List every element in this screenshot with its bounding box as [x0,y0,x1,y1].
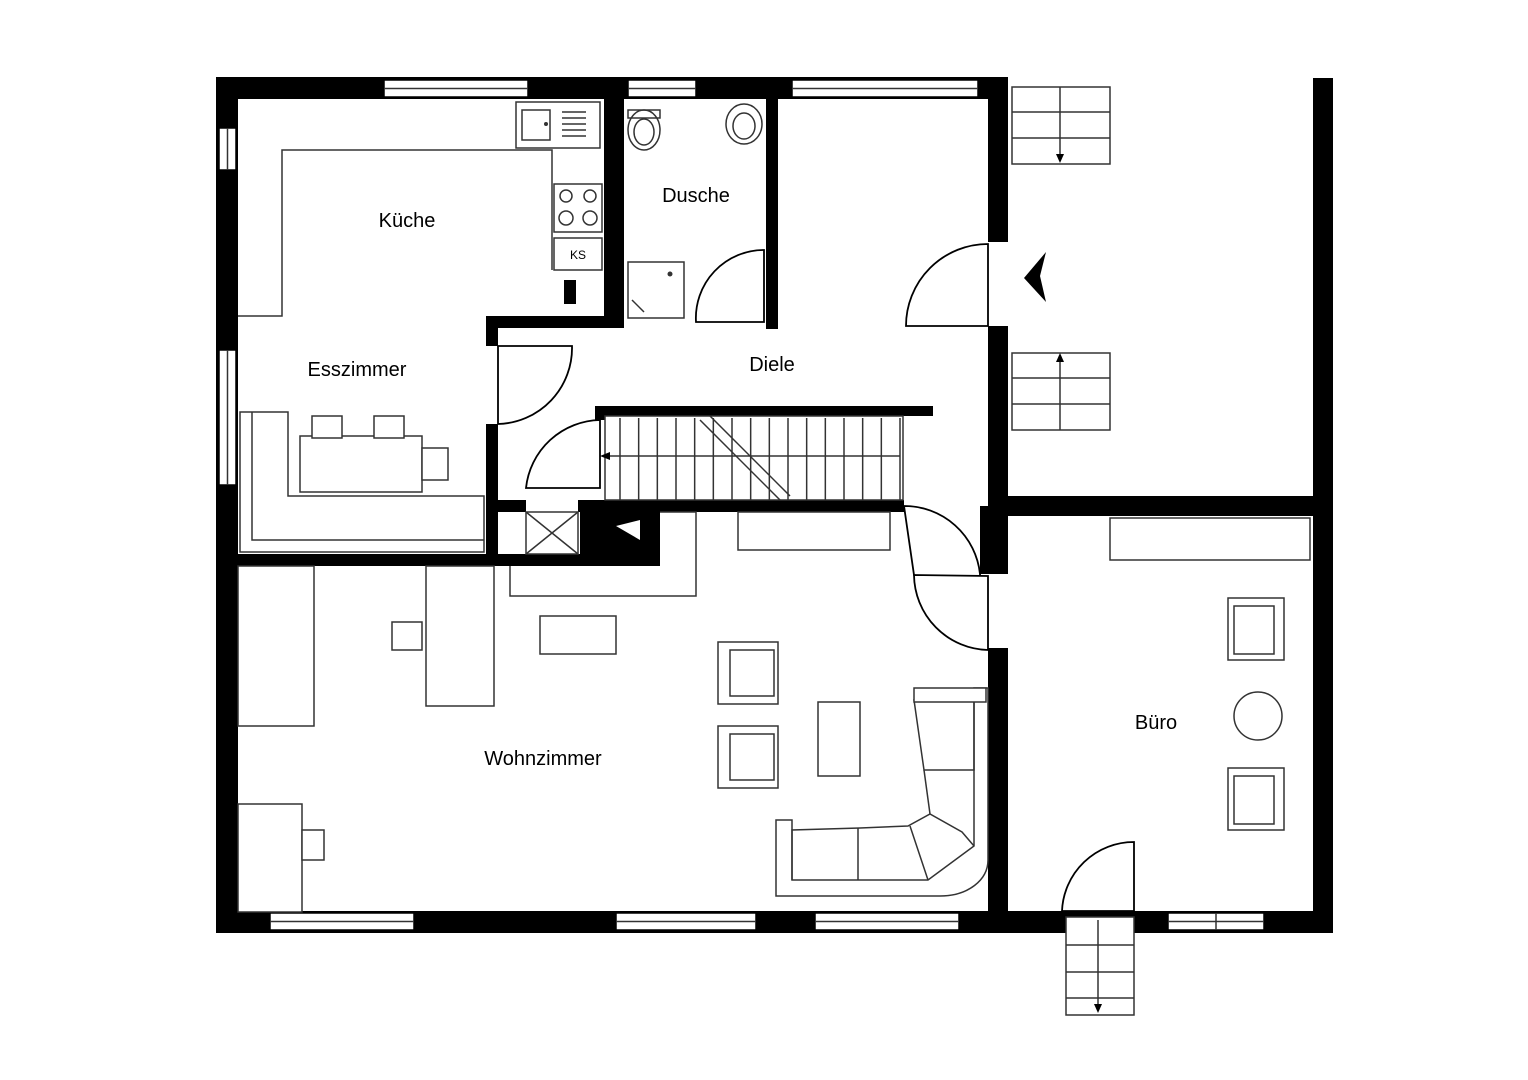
room-labels: Küche Dusche Esszimmer Diele Wohnzimmer … [308,185,1178,770]
room-label-esszimmer: Esszimmer [308,359,407,381]
room-label-buero: Büro [1135,712,1177,734]
shower-fixtures [627,103,763,319]
doors [497,243,1135,912]
room-label-wohnzimmer: Wohnzimmer [484,748,602,770]
room-label-kueche: Küche [379,210,436,232]
living-furniture [237,511,989,913]
outside-stairs [1011,86,1135,1016]
office-furniture [1109,517,1311,831]
windows [218,79,1265,931]
entrance-arrow-icon [1024,252,1046,302]
kitchen-furniture: KS [238,101,603,317]
walls [216,77,1333,933]
room-label-diele: Diele [749,354,795,376]
hall-furniture [525,511,891,555]
staircase [600,415,904,501]
fridge-label: KS [570,248,586,262]
dining-furniture [239,411,485,553]
room-label-dusche: Dusche [662,185,730,207]
